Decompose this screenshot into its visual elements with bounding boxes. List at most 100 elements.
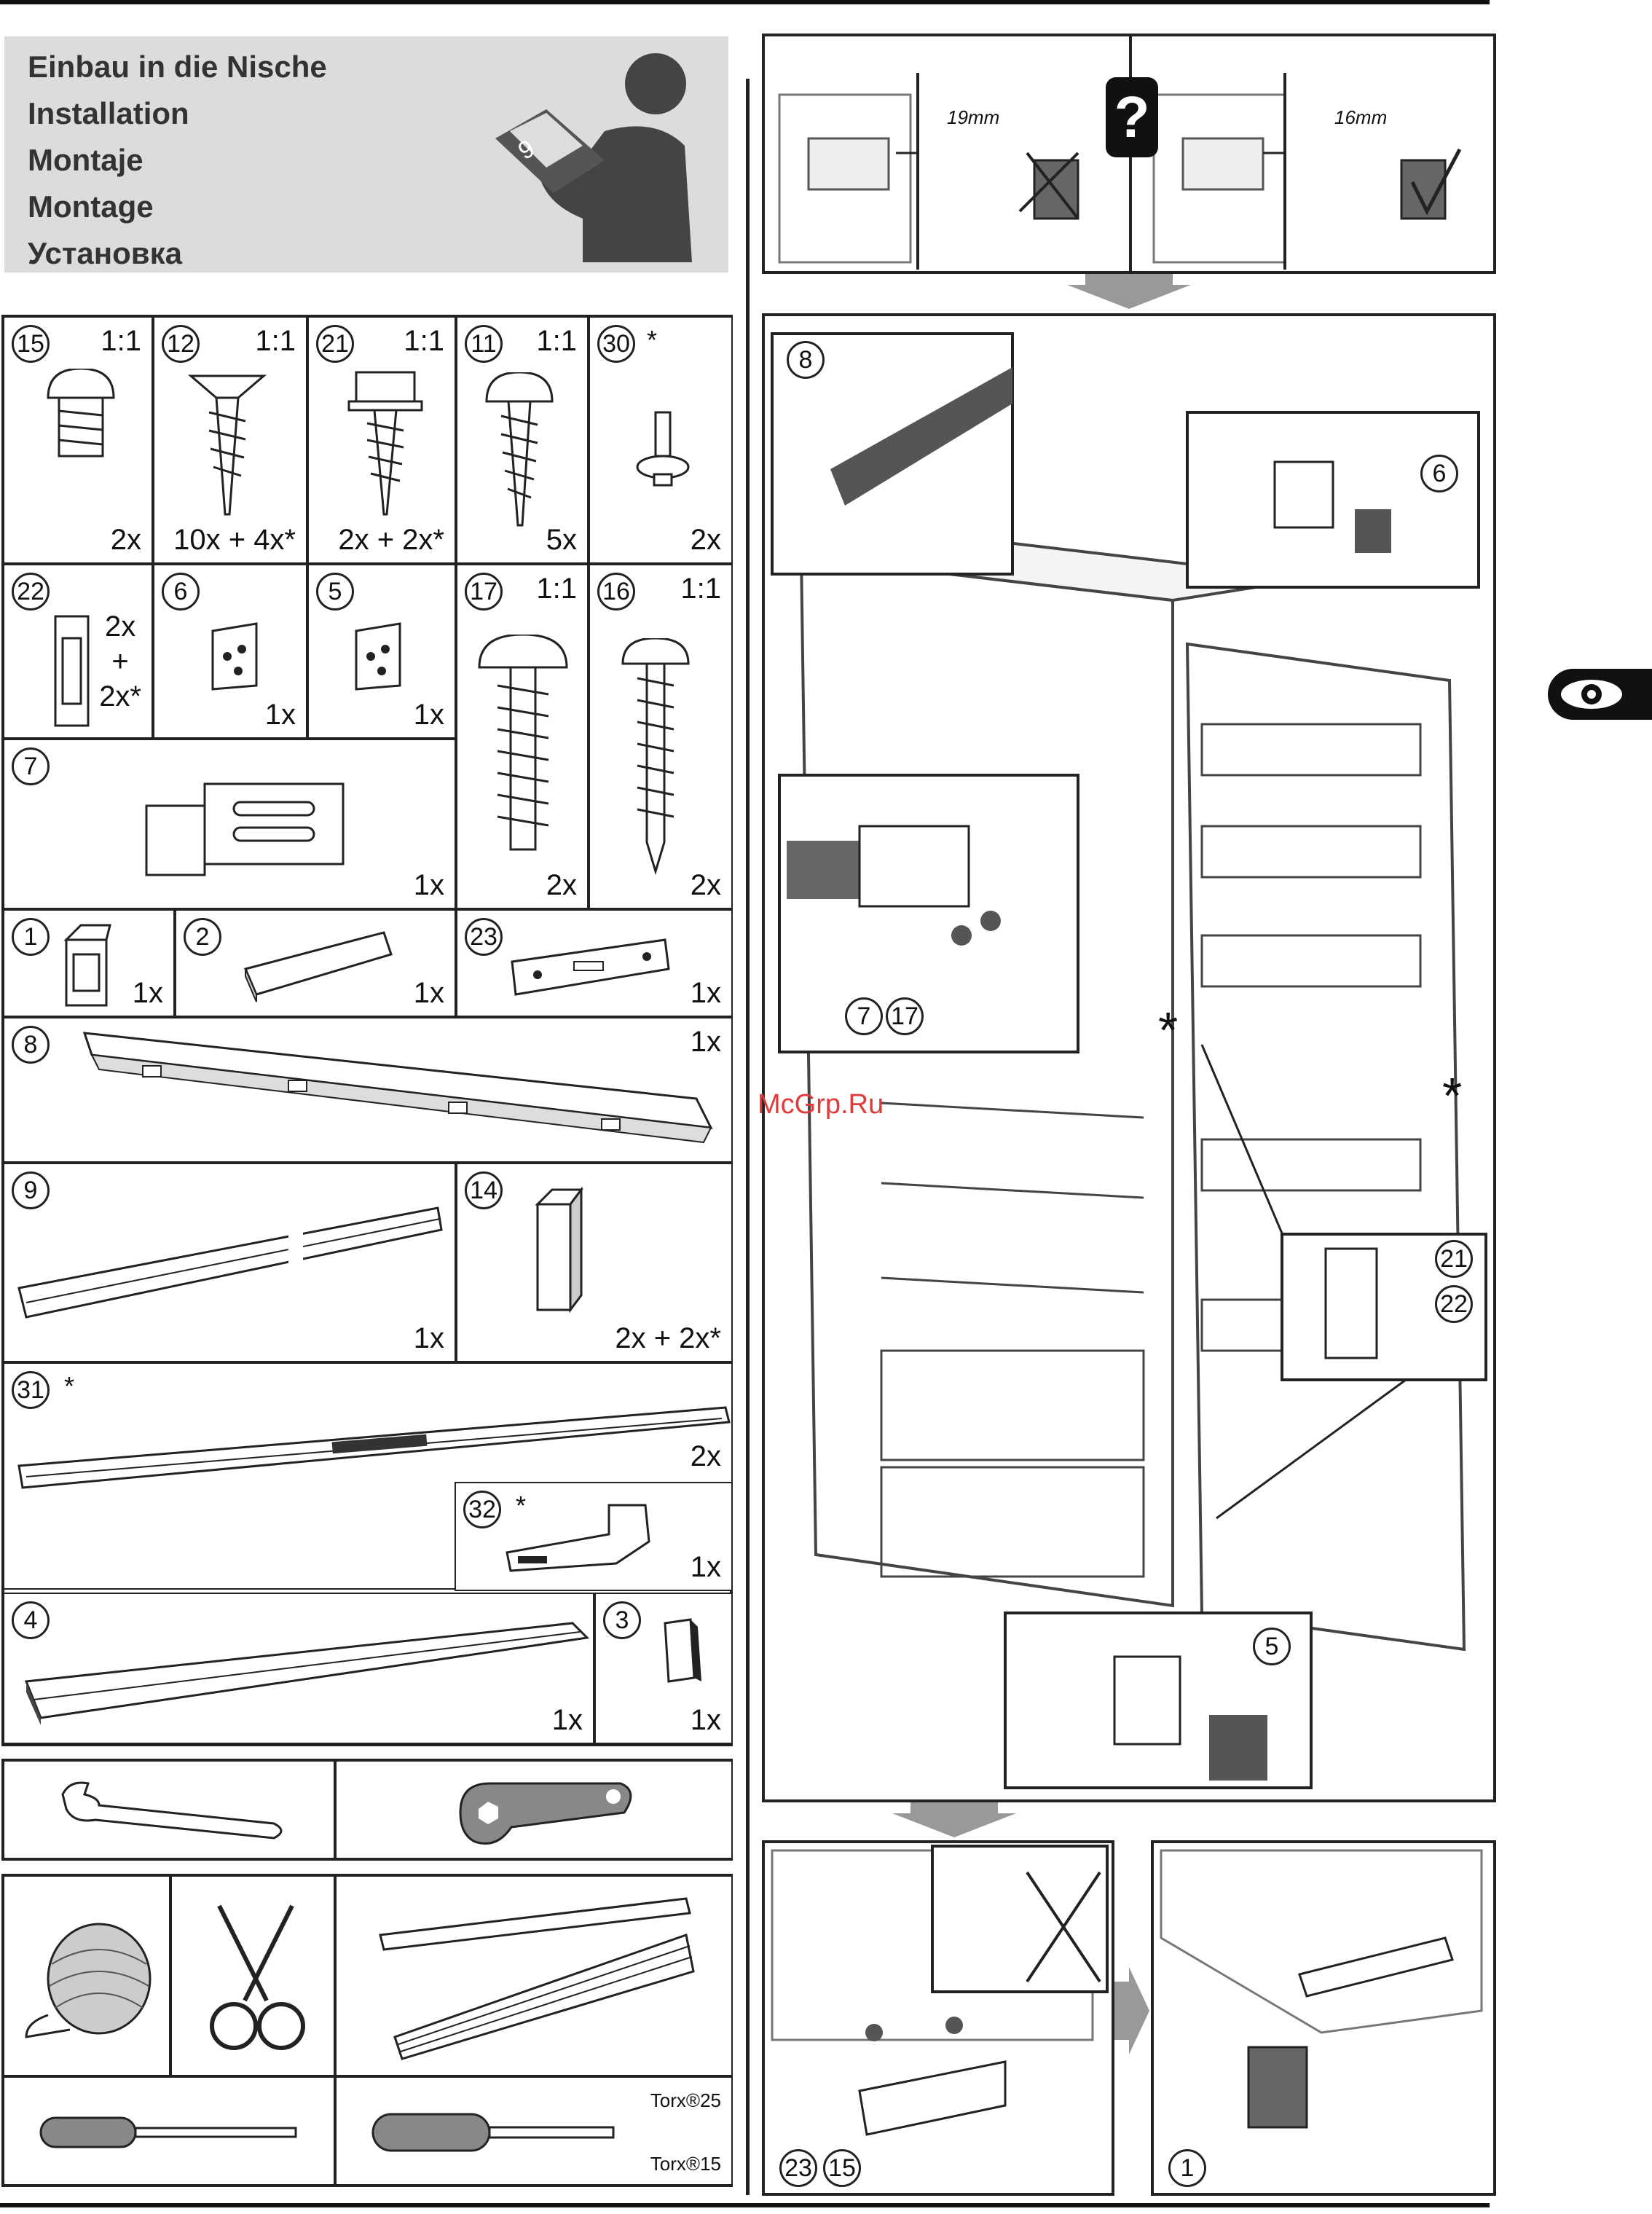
- eye-tab[interactable]: [1548, 669, 1652, 720]
- hinge-16mm-illustration: [1139, 66, 1489, 270]
- rail-mount-illustration: [765, 1843, 1112, 2193]
- part-number: 7: [12, 747, 50, 785]
- spacer-7-art: [139, 777, 358, 886]
- part-scale: 1:1: [536, 573, 577, 605]
- part-scale: 1:1: [536, 325, 577, 358]
- tool-screwdriver-cell: [3, 2076, 335, 2186]
- asterisk-marker: *: [1442, 1067, 1462, 1125]
- part-cell-11: 11 1:1 5x: [456, 316, 589, 564]
- fridge-main-panel: 8 6 7 17 21 22 5 * *: [762, 313, 1496, 1802]
- callout-17: 17: [886, 997, 924, 1035]
- part-cell-15: 15 1:1 2x: [3, 316, 153, 564]
- part-qty-a: 2x: [99, 609, 141, 644]
- eye-icon: [1548, 669, 1652, 720]
- cap-14-art: [530, 1186, 589, 1317]
- screw-16-art: [619, 638, 692, 879]
- part-cell-9: 9 1x: [3, 1163, 456, 1362]
- part-number: 8: [12, 1026, 50, 1064]
- string-ball-icon: [19, 1906, 165, 2052]
- part-qty: 2x + 2x*: [338, 524, 444, 557]
- top-rule: [0, 0, 1490, 4]
- plate-5-art: [349, 616, 414, 696]
- callout-23: 23: [779, 2149, 817, 2187]
- flat-screwdriver-icon: [34, 2111, 310, 2154]
- part-number: 17: [465, 573, 503, 611]
- callout-1: 1: [1168, 2149, 1206, 2187]
- tool-scissors-cell: [170, 1875, 335, 2076]
- title-en: Installation: [28, 90, 327, 137]
- rail-23-art: [508, 933, 676, 1005]
- part-qty: 1x: [414, 977, 444, 1010]
- bottom-rule: [0, 2203, 1490, 2207]
- part-number: 23: [465, 918, 503, 956]
- part-qty: 1x: [414, 699, 444, 731]
- part-qty: 1x: [265, 699, 296, 731]
- asterisk-marker: *: [1158, 1001, 1178, 1059]
- part-qty: 1x: [414, 1322, 444, 1355]
- part-cell-16: 16 1:1 2x: [589, 564, 733, 909]
- reading-person-icon: 9: [495, 51, 714, 270]
- clip-1-art: [59, 922, 117, 1013]
- open-wrench-icon: [55, 1776, 296, 1842]
- title-fr: Montage: [28, 184, 327, 230]
- optional-star: *: [647, 325, 657, 356]
- part-qty-plus: +: [99, 644, 141, 679]
- tool-string-cell: [3, 1875, 170, 2076]
- callout-15: 15: [823, 2149, 861, 2187]
- part-number: 14: [465, 1171, 503, 1209]
- torx-25-label: Torx®25: [650, 2089, 721, 2112]
- part-cell-5: 5 1x: [307, 564, 456, 739]
- part-cell-17: 17 1:1 2x: [456, 564, 589, 909]
- callout-22: 22: [1435, 1285, 1473, 1323]
- part-qty: 1x: [414, 869, 444, 902]
- part-number: 6: [162, 573, 200, 611]
- part-qty: 2x: [546, 869, 577, 902]
- question-badge: ?: [1106, 77, 1158, 157]
- bracket-22-art: [48, 609, 99, 733]
- screw-15-art: [41, 369, 121, 514]
- part-number: 16: [597, 573, 635, 611]
- torx-screwdriver-icon: [366, 2107, 628, 2158]
- trim-9-art: [12, 1193, 449, 1324]
- down-arrow-2: [889, 1802, 1020, 1839]
- part-qty: 1x: [133, 977, 163, 1010]
- part-scale: 1:1: [680, 573, 721, 605]
- part-qty: 1x: [691, 1704, 721, 1737]
- measure-panel-left: 19mm: [762, 34, 1132, 274]
- part-qty: 5x: [546, 524, 577, 557]
- part-cell-4: 4 1x: [3, 1593, 594, 1744]
- part-qty: 2x + 2x*: [615, 1322, 721, 1355]
- part-number: 21: [316, 325, 354, 363]
- part-cell-14: 14 2x + 2x*: [456, 1163, 733, 1362]
- cap-3-art: [661, 1616, 705, 1689]
- hinge-19mm-illustration: [772, 66, 1122, 270]
- right-arrow: [1114, 1967, 1151, 2054]
- part-scale: 1:1: [255, 325, 296, 358]
- part-number: 1: [12, 918, 50, 956]
- callout-21: 21: [1435, 1240, 1473, 1278]
- screw-11-art: [483, 372, 556, 533]
- part-cell-2: 2 1x: [175, 909, 456, 1017]
- callout-7: 7: [845, 997, 883, 1035]
- measurement-16mm: 16mm: [1334, 106, 1387, 129]
- part-cell-8: 8 1x: [3, 1017, 733, 1163]
- part-number: 15: [12, 325, 50, 363]
- torx-15-label: Torx®15: [650, 2153, 721, 2175]
- callout-5: 5: [1253, 1628, 1291, 1665]
- column-divider: [746, 79, 750, 2195]
- part-qty: 2x: [691, 1440, 721, 1473]
- part-cell-6: 6 1x: [153, 564, 307, 739]
- part-cell-21: 21 1:1 2x + 2x*: [307, 316, 456, 564]
- part-qty: 1x: [691, 1551, 721, 1584]
- part-cell-1: 1 1x: [3, 909, 175, 1017]
- panel-4-art: [19, 1609, 594, 1732]
- part-number: 2: [184, 918, 221, 956]
- watermark: McGrp.Ru: [758, 1089, 884, 1120]
- screw-17-art: [476, 635, 570, 860]
- scissors-icon: [197, 1899, 314, 2059]
- measure-panel-right: 16mm: [1129, 34, 1496, 274]
- part-cell-23: 23 1x: [456, 909, 733, 1017]
- part-cell-12: 12 1:1 10x + 4x*: [153, 316, 307, 564]
- tool-32-art: [500, 1498, 667, 1585]
- screw-12-art: [187, 369, 267, 522]
